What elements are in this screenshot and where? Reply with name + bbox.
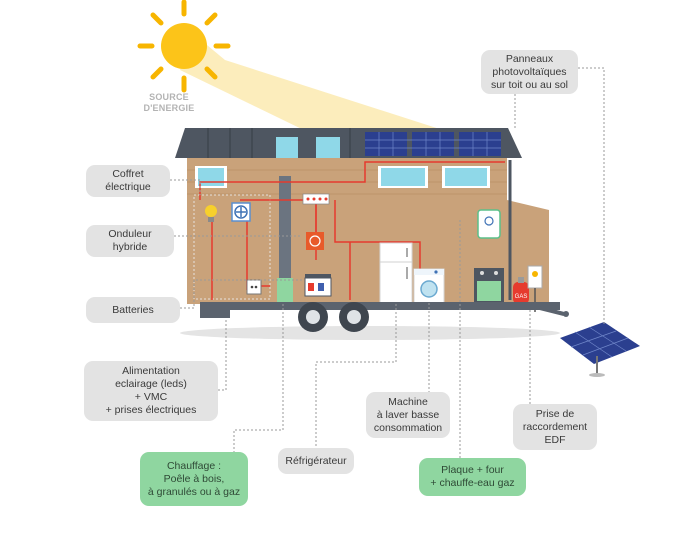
stove-pipe (279, 176, 291, 284)
leader-lines (170, 67, 605, 458)
gas-bottle-icon: GAS (513, 277, 529, 304)
vmc-fan-icon (231, 202, 251, 222)
label-batteries: Batteries (86, 297, 180, 323)
light-bulb-icon (205, 205, 217, 222)
label-coffret: Coffret électrique (86, 165, 170, 197)
label-panneaux: Panneaux photovoltaïques sur toit ou au … (481, 50, 578, 94)
svg-text:GAS: GAS (515, 294, 528, 300)
window (381, 168, 425, 186)
sun-icon (137, 0, 231, 93)
coffret-electrique (302, 193, 330, 205)
label-chauffage: Chauffage : Poêle à bois, à granulés ou … (140, 452, 248, 506)
fridge (379, 242, 413, 304)
cooker (474, 268, 504, 304)
ground-solar-panel (560, 322, 640, 377)
trailer-wheel (339, 302, 369, 332)
label-prise: Prise de raccordement EDF (513, 404, 597, 450)
onduleur-hybride (306, 232, 324, 250)
ground-shadow (180, 326, 560, 340)
label-refrigerateur: Réfrigérateur (278, 448, 354, 474)
label-machine: Machine à laver basse consommation (366, 392, 450, 438)
label-plaque: Plaque + four + chauffe-eau gaz (419, 458, 526, 496)
label-alimentation: Alimentation eclairage (leds) + VMC + pr… (84, 361, 218, 421)
washing-machine (413, 268, 445, 304)
power-outlet-icon (246, 279, 262, 295)
stove (277, 278, 293, 302)
window (445, 168, 487, 186)
water-heater (477, 209, 501, 239)
window (198, 168, 224, 186)
trailer-chassis (200, 302, 560, 310)
sun-beam (180, 35, 505, 150)
source-label: SOURCE D'ENERGIE (143, 92, 195, 113)
label-onduleur: Onduleur hybride (86, 225, 174, 257)
roof-solar-panels (365, 132, 501, 156)
trailer-wheel (298, 302, 328, 332)
